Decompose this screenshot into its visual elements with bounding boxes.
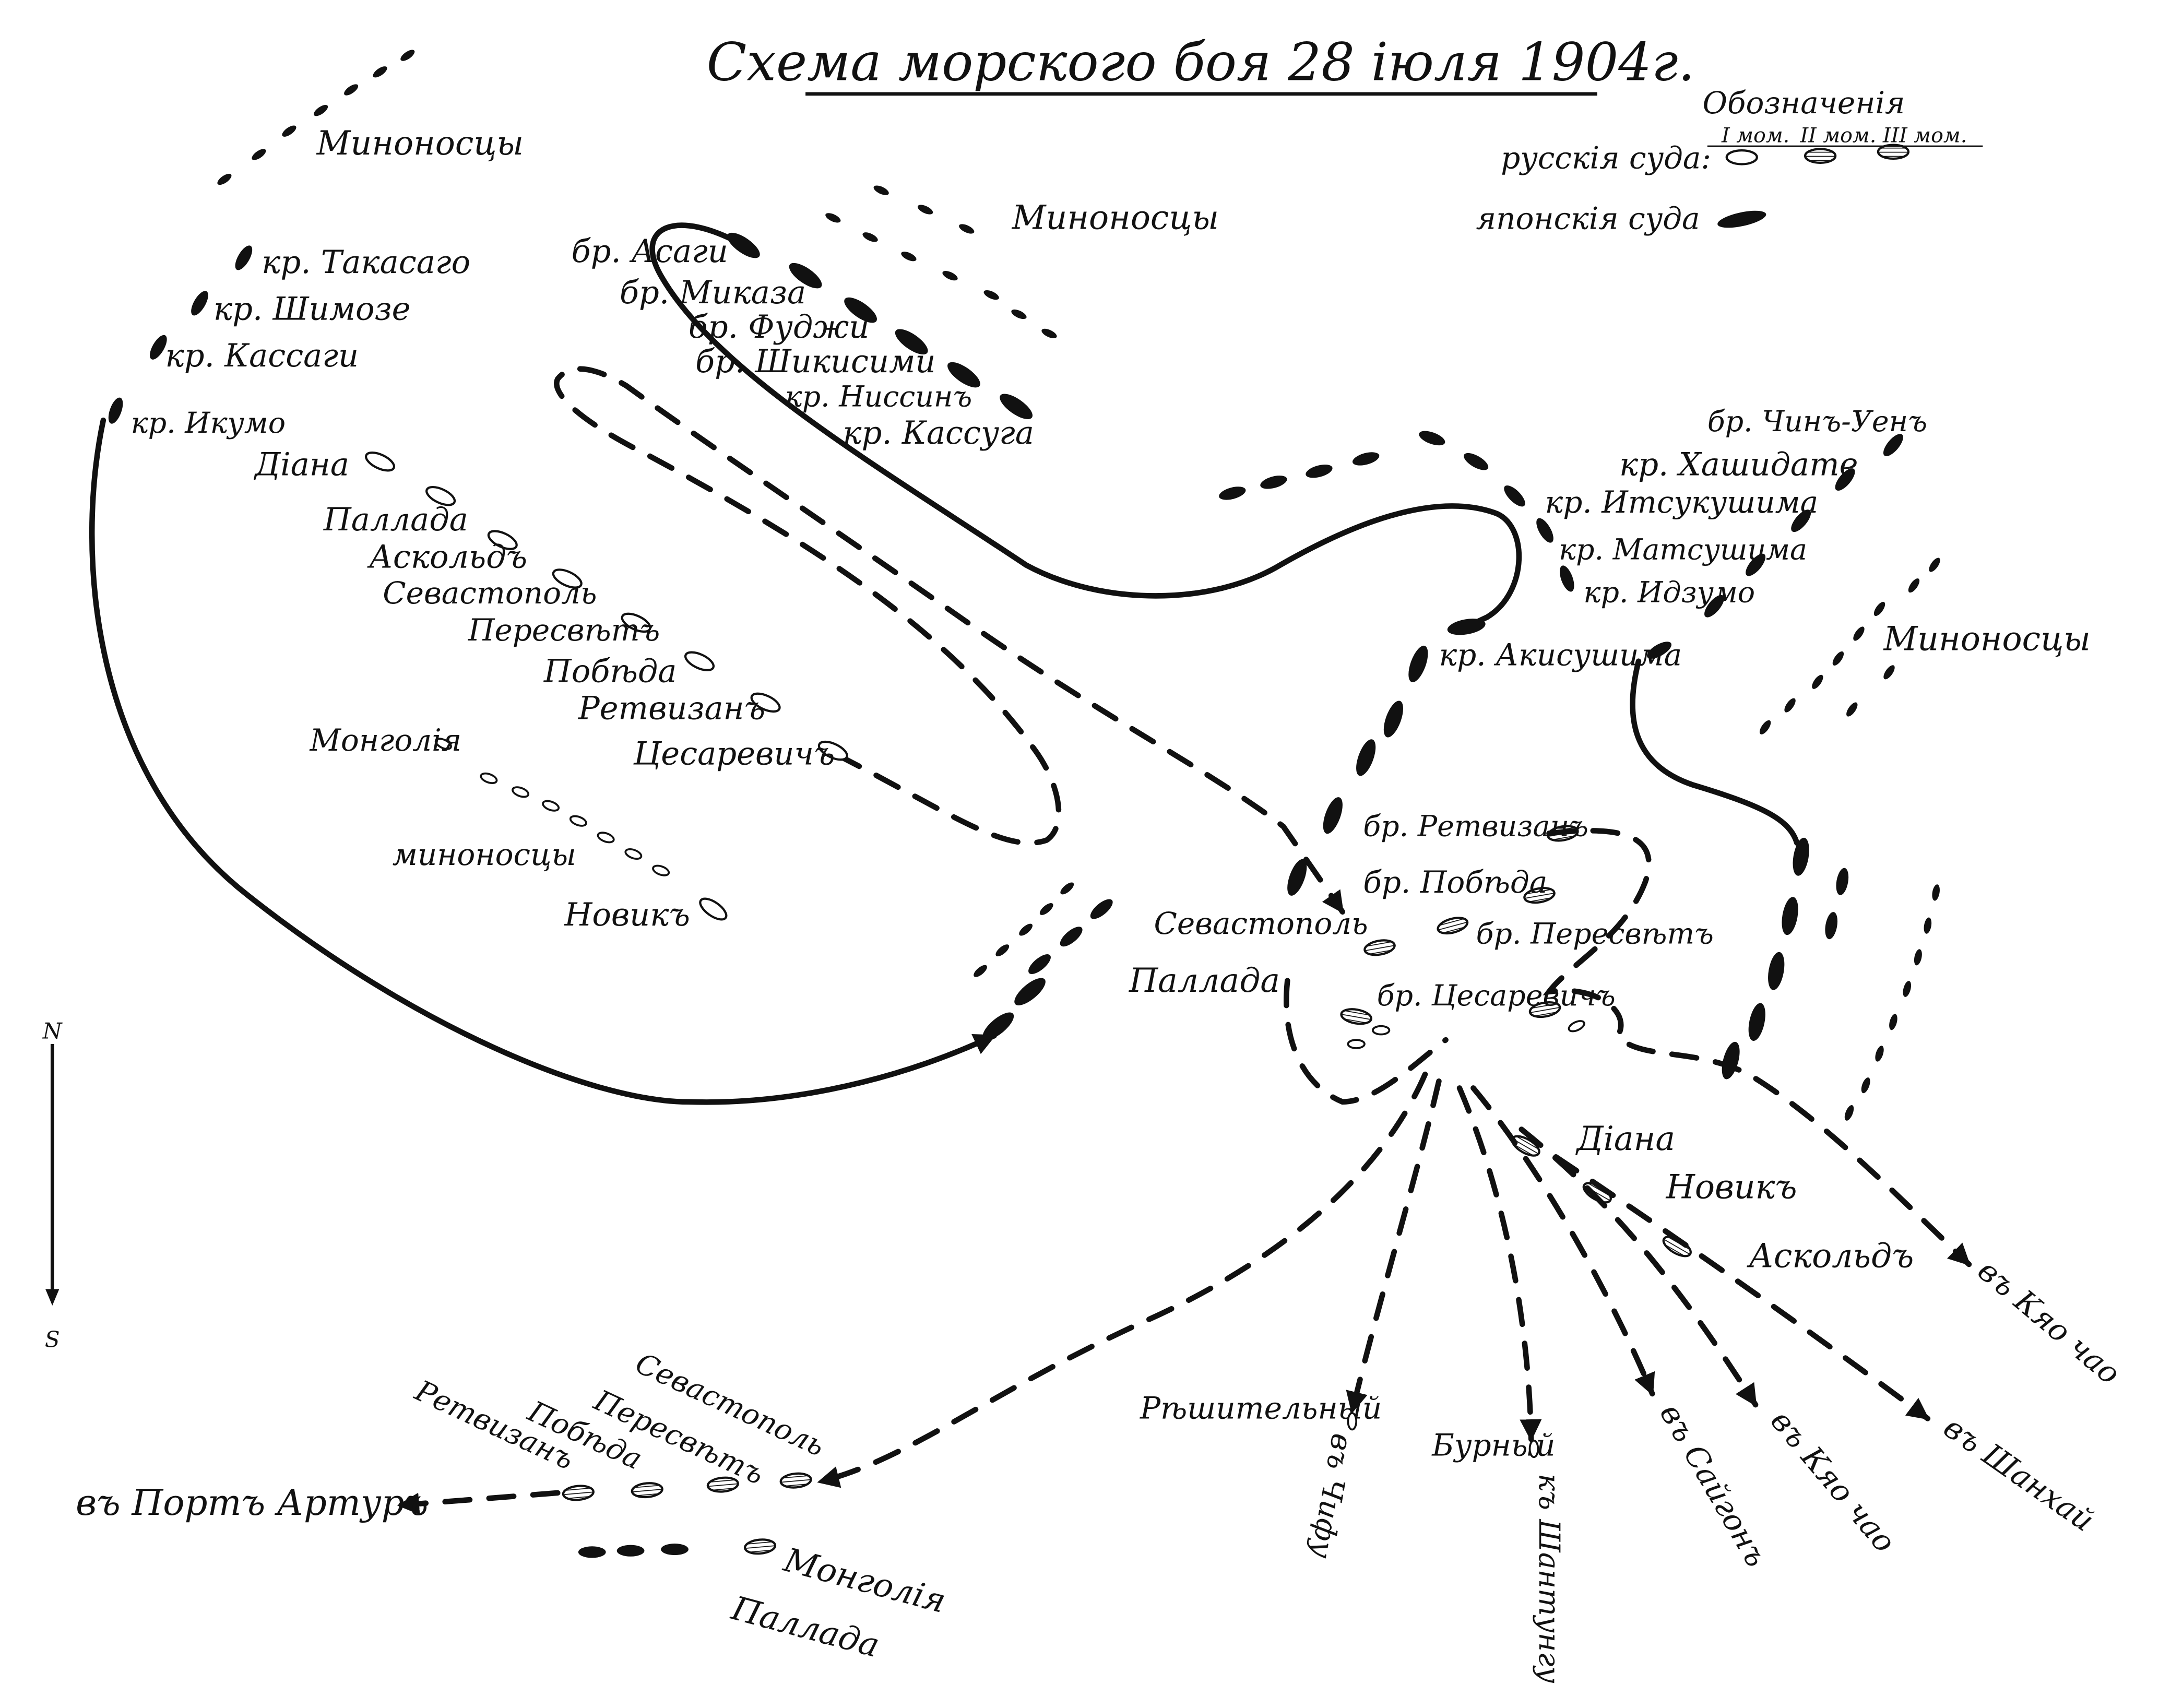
- label-itsukushima: кр. Итсукушима: [1545, 484, 1819, 520]
- label-r1-torpedo: миноносцы: [393, 837, 576, 872]
- label-takasago: кр. Такасаго: [262, 244, 470, 281]
- legend-japanese-ship-icon: [1717, 210, 1766, 228]
- label-r2-sevastopol: Севастополь: [1154, 906, 1368, 941]
- label-chinyen: бр. Чинъ-Уенъ: [1707, 405, 1927, 438]
- label-r1-tsesarevich: Цесаревичъ: [633, 736, 835, 773]
- label-jp-torpedo-e: Миноносцы: [1883, 620, 2090, 658]
- label-chitose: кр. Шимозе: [213, 291, 411, 328]
- label-shikishima: бр. Шикисими: [695, 343, 935, 380]
- label-r2-retvizan: бр. Ретвизанъ: [1363, 810, 1588, 844]
- label-jp-torpedo-nw: Миноносцы: [316, 124, 524, 162]
- jp-cruisers-nw: [105, 243, 256, 426]
- shanghai-track: [1553, 1154, 1931, 1421]
- label-r1-peresvet: Пересвѣтъ: [468, 612, 660, 648]
- legend-phase2: II мом.: [1800, 123, 1877, 147]
- label-r1-pobeda: Побѣда: [543, 653, 677, 690]
- ru-return-group: [563, 1473, 812, 1558]
- legend-japanese-label: японскія суда: [1476, 200, 1700, 236]
- label-akitsushima: кр. Акисушима: [1439, 637, 1682, 673]
- label-to-shantung: къ Шантунгу: [1532, 1474, 1565, 1683]
- compass: N S: [42, 1018, 63, 1352]
- label-to-shanghai: въ Шанхай: [1937, 1409, 2101, 1539]
- label-r3-askold: Аскольдъ: [1747, 1236, 1914, 1275]
- label-reshitelny: Рѣшительный: [1140, 1390, 1382, 1426]
- label-kasuga: кр. Кассуга: [843, 415, 1034, 452]
- legend: Обозначенія I мом. II мом. III мом. русс…: [1476, 85, 1983, 236]
- label-nisshin: кр. Ниссинъ: [785, 381, 972, 414]
- label-r1-retvizan: Ретвизанъ: [578, 691, 765, 727]
- label-kasagi: кр. Кассаги: [165, 338, 359, 374]
- label-r3-diana: Діана: [1575, 1119, 1675, 1158]
- kiaochao-track: [1519, 1126, 1759, 1408]
- chifu-track: [1346, 1078, 1442, 1415]
- label-to-kiaochao-1: въ Кяо чао: [1971, 1252, 2127, 1391]
- russian-kiaochao-track: [1543, 828, 1972, 1267]
- label-asahi: бр. Асаги: [572, 233, 728, 270]
- label-fuji: бр. Фуджи: [689, 309, 869, 346]
- legend-phase1: I мом.: [1721, 123, 1789, 147]
- scheme-title: Схема морского боя 28 іюля 1904г.: [707, 32, 1695, 93]
- label-jp-torpedo-n: Миноносцы: [1012, 198, 1219, 236]
- saigon-track: [1470, 1085, 1655, 1397]
- japanese-east-track: [1630, 658, 1800, 846]
- compass-north: N: [42, 1018, 63, 1043]
- label-r1-novik: Новикъ: [564, 897, 690, 933]
- label-to-chifu: въ Чифу: [1304, 1431, 1359, 1560]
- compass-south: S: [45, 1326, 60, 1352]
- label-matsushima: кр. Матсушима: [1559, 533, 1807, 567]
- japanese-cruiser-track: [89, 417, 997, 1105]
- russian-first-track: [554, 366, 1346, 915]
- legend-heading: Обозначенія: [1702, 85, 1905, 121]
- label-r2-peresvet: бр. Пересвѣтъ: [1476, 917, 1714, 951]
- label-r2-pallada: Паллада: [1129, 961, 1280, 1000]
- russian-return-track: [816, 1071, 1428, 1488]
- label-r2-tsesarevich: бр. Цесаревичъ: [1377, 979, 1616, 1013]
- label-r3-novik: Новикъ: [1666, 1167, 1797, 1206]
- legend-russian-ship-hatched-icon: [1805, 149, 1835, 162]
- label-to-port-arthur: въ Портъ Артуръ: [76, 1482, 428, 1524]
- label-hashidate: кр. Хашидате: [1619, 447, 1858, 483]
- label-to-kiaochao-2: въ Кяо чао: [1764, 1403, 1903, 1559]
- jp-cruisers-south: [971, 880, 1116, 1045]
- label-r1-pallada: Паллада: [323, 502, 468, 538]
- legend-russian-label: русскія суда:: [1501, 140, 1711, 175]
- label-izumi: кр. Идзумо: [1583, 576, 1755, 609]
- jp-pursuit-se: [1718, 836, 1941, 1122]
- jp-torpedo-group-nw: [216, 48, 417, 187]
- label-r1-diana: Діана: [253, 447, 349, 483]
- label-to-saigon: въ Сайгонъ: [1653, 1397, 1774, 1573]
- legend-russian-ship-hatched-icon: [1878, 145, 1908, 159]
- label-r2-pobeda: бр. Побѣда: [1363, 864, 1547, 900]
- legend-phase3: III мом.: [1882, 123, 1967, 147]
- shantung-track: [1456, 1085, 1542, 1442]
- japanese-main-track: [649, 222, 1522, 630]
- port-arthur-arrow: [396, 1490, 561, 1515]
- label-pa-pallada: Паллада: [727, 1588, 883, 1665]
- title-block: Схема морского боя 28 іюля 1904г.: [707, 32, 1695, 96]
- label-r1-askold: Аскольдъ: [367, 539, 527, 575]
- label-r1-mongolia: Монголія: [309, 722, 461, 758]
- label-r1-sevastopol: Севастополь: [383, 575, 597, 611]
- legend-russian-ship-icon: [1727, 150, 1757, 164]
- label-izumo: кр. Икумо: [131, 407, 286, 440]
- label-mikasa: бр. Миказа: [620, 275, 806, 311]
- russian-loop-track: [1284, 978, 1449, 1105]
